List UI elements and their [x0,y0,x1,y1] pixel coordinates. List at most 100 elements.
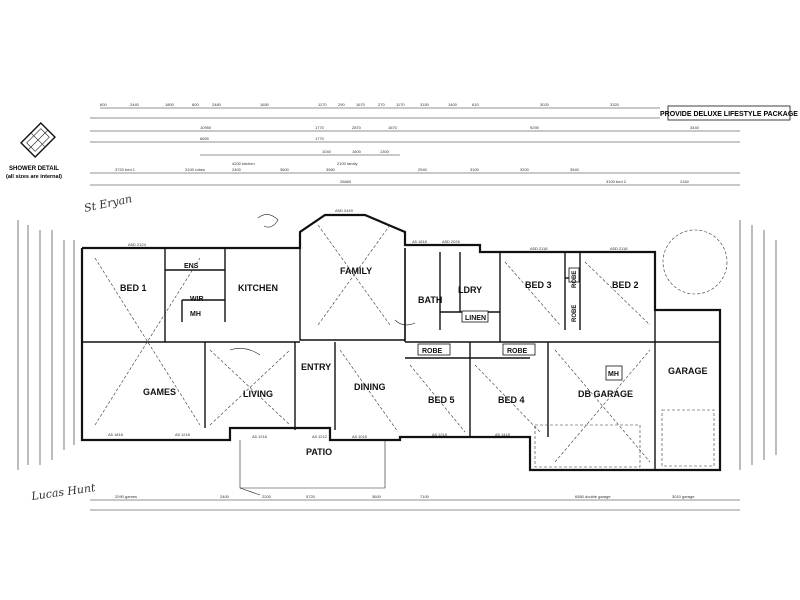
dim-row5-2: 2400 [232,167,242,172]
dim-row3-1: 1770 [315,136,325,141]
dim-row2-0: 10950 [200,125,212,130]
dim-row2-2: 2870 [352,125,362,130]
family-bay [299,224,406,341]
dim-row5-10: 2160 [680,179,690,184]
dim-row5-7: 3200 [520,167,530,172]
room-garage: GARAGE [668,366,708,376]
dim-bottom-4: 3600 [372,494,382,499]
sketch-marks [229,214,416,356]
window-label-9: A5 1212 [312,434,328,439]
title-box-text: PROVIDE DELUXE LIFESTYLE PACKAGE [660,111,798,118]
patio-area [239,440,386,496]
room-bed5: BED 5 [428,395,455,405]
dim-row3-2: 1040 [322,149,332,154]
dim-row2-5: 3440 [690,125,700,130]
room-games: GAMES [143,387,176,397]
window-label-10: A5 1018 [352,434,368,439]
dim-top-1: 2440 [130,102,140,107]
room-bath: BATH [418,295,442,305]
dim-bottom-6: 6580 double garage [575,494,611,499]
signature-bottom: Lucas Hunt [30,481,97,503]
dim-row5-5: 2540 [418,167,428,172]
dim-top-15: 3320 [610,102,620,107]
dimension-lines-right [739,220,777,470]
shower-detail-title: SHOWER DETAIL [9,166,59,172]
room-entry: ENTRY [301,362,331,372]
dimension-text-top: 600 2440 1800 600 2480 1650 1170 290 167… [100,102,700,184]
dim-row3-3: 1600 [352,149,362,154]
dim-row2-3: 1670 [388,125,398,130]
room-mh-right: MH [608,371,619,378]
shower-detail: SHOWER DETAIL (all sizes are internal) [6,122,62,180]
shower-detail-diagram [20,122,56,158]
linen-box [461,310,489,323]
window-label-0: A5D 2124 [128,242,147,247]
dim-row4-0: 4200 kitchen [232,161,255,166]
robe-bed3-box [568,267,580,283]
window-label-4: A5D 2118 [530,246,548,251]
dim-top-10: 1170 [396,102,405,107]
mh-right-box [605,365,623,381]
dim-bottom-0: 2090 games [115,494,137,499]
dim-row5-0: 3720 bed 1 [115,167,136,172]
window-label-12: A5 1418 [495,432,511,437]
dim-top-5: 1650 [260,102,270,107]
room-family: FAMILY [340,266,372,276]
dim-top-8: 1670 [356,102,366,107]
room-robe-bed4: ROBE [507,348,528,355]
roof-hip-lines [94,257,651,463]
room-dining: DINING [354,382,386,392]
dim-row5-9: 3100 bed 2 [606,179,627,184]
water-tank [662,229,728,295]
window-label-11: A5 1218 [432,432,448,437]
dim-overall: 26660 [340,179,352,184]
window-labels: A5D 2124 A5D 2449 A5 1818 A5D 2026 A5D 2… [108,208,628,439]
dim-top-4: 2480 [212,102,222,107]
dim-top-3: 600 [192,102,199,107]
dim-top-0: 600 [100,102,107,107]
dim-top-6: 1170 [318,102,327,107]
room-robe-bed3: ROBE [572,271,578,288]
window-label-8: A5 1218 [252,434,268,439]
dim-top-9: 270 [378,102,385,107]
shower-detail-subtitle: (all sizes are internal) [6,174,62,180]
dim-row5-4: 3960 [326,167,336,172]
garage-door [534,409,715,468]
window-label-5: A5D 2118 [610,246,628,251]
dimension-lines-left [17,220,75,470]
room-bed4: BED 4 [498,395,525,405]
dim-top-11: 3150 [420,102,430,107]
room-bed2: BED 2 [612,280,639,290]
dim-row5-1: 3100 robes [185,167,205,172]
title-box: PROVIDE DELUXE LIFESTYLE PACKAGE [660,105,798,121]
room-ens: ENS [184,263,199,270]
dim-row5-6: 3100 [470,167,480,172]
dimension-lines-top [90,107,740,186]
window-label-3: A5D 2026 [442,239,461,244]
room-linen: LINEN [465,315,486,322]
window-label-7: A5 1218 [175,432,191,437]
dim-top-2: 1800 [165,102,175,107]
dim-row3-4: 1300 [380,149,390,154]
room-robe-bed5: ROBE [422,348,443,355]
dim-row3-0: 6690 [200,136,210,141]
room-bed1: BED 1 [120,283,147,293]
dim-row2-1: 1770 [315,125,325,130]
dim-bottom-1: 2400 [220,494,230,499]
dim-row2-4: 9290 [530,125,540,130]
room-labels: BED 1 ENS WIR MH KITCHEN FAMILY BATH LDR… [120,263,708,457]
room-db-garage: DB GARAGE [578,389,633,399]
dim-row4-1: 2100 family [337,161,357,166]
dim-bottom-3: 5720 [306,494,316,499]
window-label-6: A5 1818 [108,432,124,437]
window-label-2: A5 1818 [412,239,428,244]
room-kitchen: KITCHEN [238,283,278,293]
dim-top-12: 1400 [448,102,458,107]
dim-top-13: 610 [472,102,479,107]
dim-bottom-7: 3010 garage [672,494,695,499]
room-ldry: LDRY [458,285,482,295]
room-robe-bed2: ROBE [572,305,578,322]
room-bed3: BED 3 [525,280,552,290]
dim-row5-3: 3600 [280,167,290,172]
